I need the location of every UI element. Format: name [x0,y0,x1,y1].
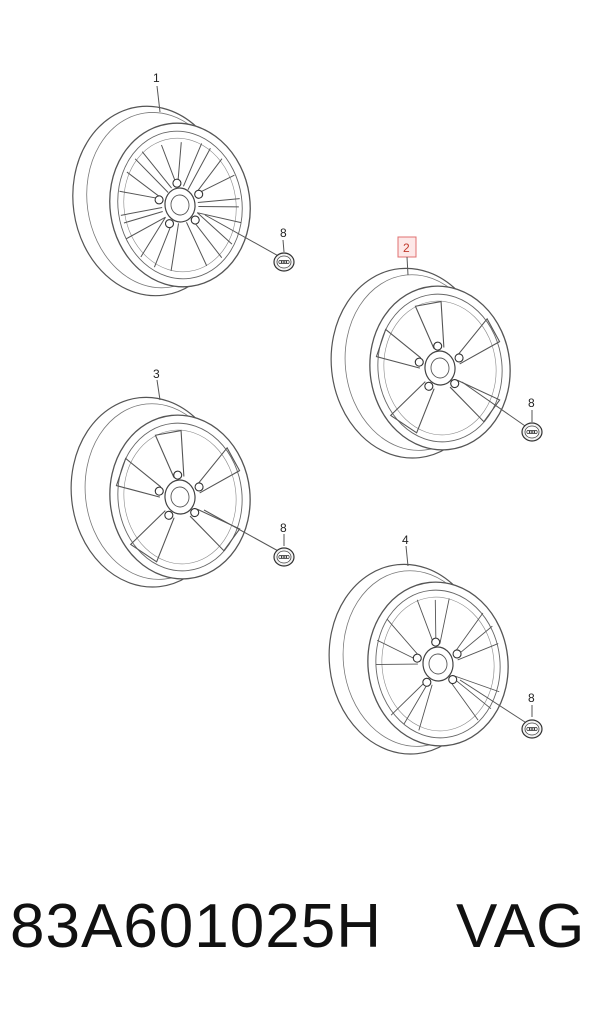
part-number: 83A601025H [10,892,382,961]
callout-cap-1: 8 [280,226,287,240]
callout-wheel-4: 4 [402,533,409,547]
callout-cap-4: 8 [528,691,535,705]
callout-wheel-3: 3 [153,367,160,381]
wheel-parts-diagram: 1 8 2 8 3 8 4 8 [60,71,543,763]
brand-label: VAG [456,892,586,961]
center-cap-icon [273,547,295,567]
wheel-4 [319,555,517,763]
callout-cap-3: 8 [280,521,287,535]
wheel-1 [60,95,262,307]
wheel-2 [321,259,519,467]
center-cap-icon [521,719,543,739]
center-cap-icon [521,422,543,442]
callout-wheel-2[interactable]: 2 [403,241,410,255]
center-cap-icon [273,252,295,272]
callout-wheel-1: 1 [153,71,160,85]
callout-cap-2: 8 [528,396,535,410]
wheel-3 [61,388,259,596]
